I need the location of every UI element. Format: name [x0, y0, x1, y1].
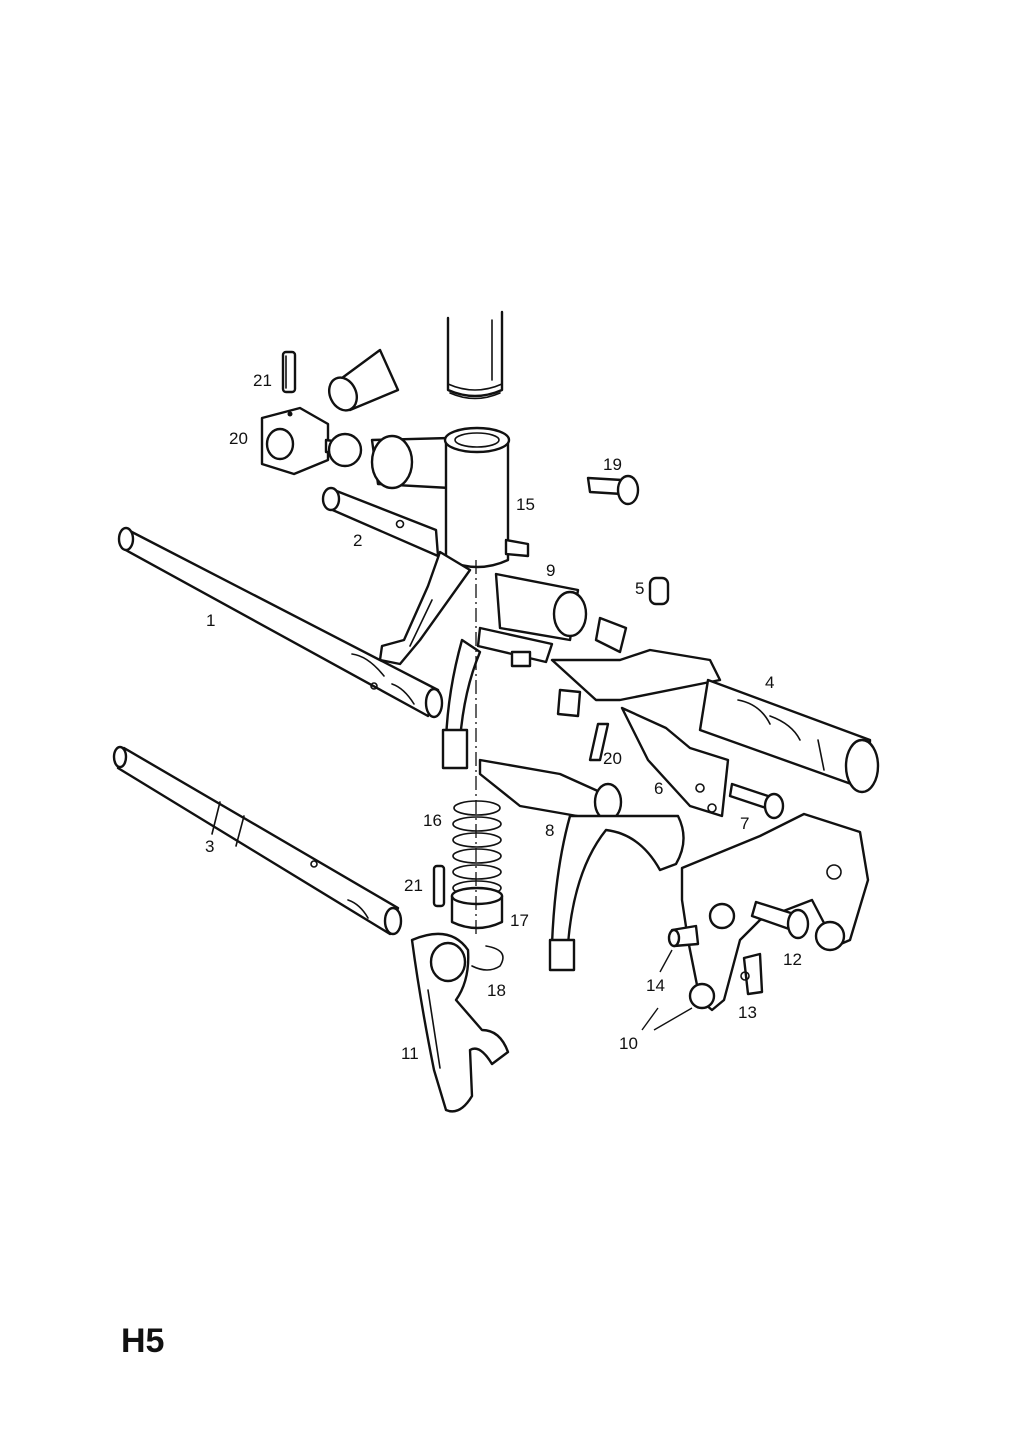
part-12-bolt — [750, 900, 810, 940]
part-8-shift-fork — [478, 758, 685, 972]
part-16-spring — [452, 800, 502, 896]
part-11-lever — [410, 932, 510, 1113]
callout-1: 1 — [206, 611, 215, 630]
callout-18: 18 — [487, 981, 506, 1000]
part-20-pin-lower — [588, 722, 610, 762]
part-19-bolt — [586, 474, 640, 506]
top-tube — [446, 310, 504, 400]
part-18-circlip — [471, 945, 504, 971]
part-20-ball-joint — [260, 406, 363, 476]
part-13-clip — [740, 952, 764, 996]
callout-17: 17 — [510, 911, 529, 930]
part-5-bushing — [648, 576, 670, 606]
callout-9: 9 — [546, 561, 555, 580]
part-1-shaft — [117, 526, 444, 719]
callout-19: 19 — [603, 455, 622, 474]
callout-8: 8 — [545, 821, 554, 840]
callout-5: 5 — [635, 579, 644, 598]
callout-20-upper: 20 — [229, 429, 248, 448]
part-14-pin — [667, 924, 700, 948]
part-4-fork-shaft — [550, 648, 880, 794]
part-3-shaft — [112, 745, 403, 936]
callout-21-upper: 21 — [253, 371, 272, 390]
part-21-pin-lower — [432, 864, 446, 908]
part-6-bracket — [620, 706, 730, 818]
callout-3: 3 — [205, 837, 214, 856]
part-7-screw — [728, 782, 785, 820]
callout-20-lower: 20 — [603, 749, 622, 768]
part-15-selector-housing — [370, 426, 530, 666]
callout-11: 11 — [401, 1044, 419, 1063]
callout-6: 6 — [654, 779, 663, 798]
leader-line-14 — [659, 949, 673, 973]
callout-16: 16 — [423, 811, 442, 830]
callout-21-lower: 21 — [404, 876, 423, 895]
part-21-pin-upper — [281, 350, 297, 394]
sheet-label: H5 — [121, 1322, 164, 1360]
callout-14: 14 — [646, 976, 665, 995]
callout-2: 2 — [353, 531, 362, 550]
rod-upper-left — [328, 348, 400, 412]
callout-10: 10 — [619, 1034, 638, 1053]
part-9-shift-fork — [441, 572, 628, 770]
part-2-shaft — [321, 486, 440, 558]
callout-7: 7 — [740, 814, 749, 833]
callout-15: 15 — [516, 495, 535, 514]
leader-line-10b — [653, 1007, 693, 1031]
part-17-cup — [450, 886, 504, 930]
callout-12: 12 — [783, 950, 802, 969]
leader-line-10a — [641, 1007, 659, 1031]
callout-4: 4 — [765, 673, 774, 692]
callout-13: 13 — [738, 1003, 757, 1022]
